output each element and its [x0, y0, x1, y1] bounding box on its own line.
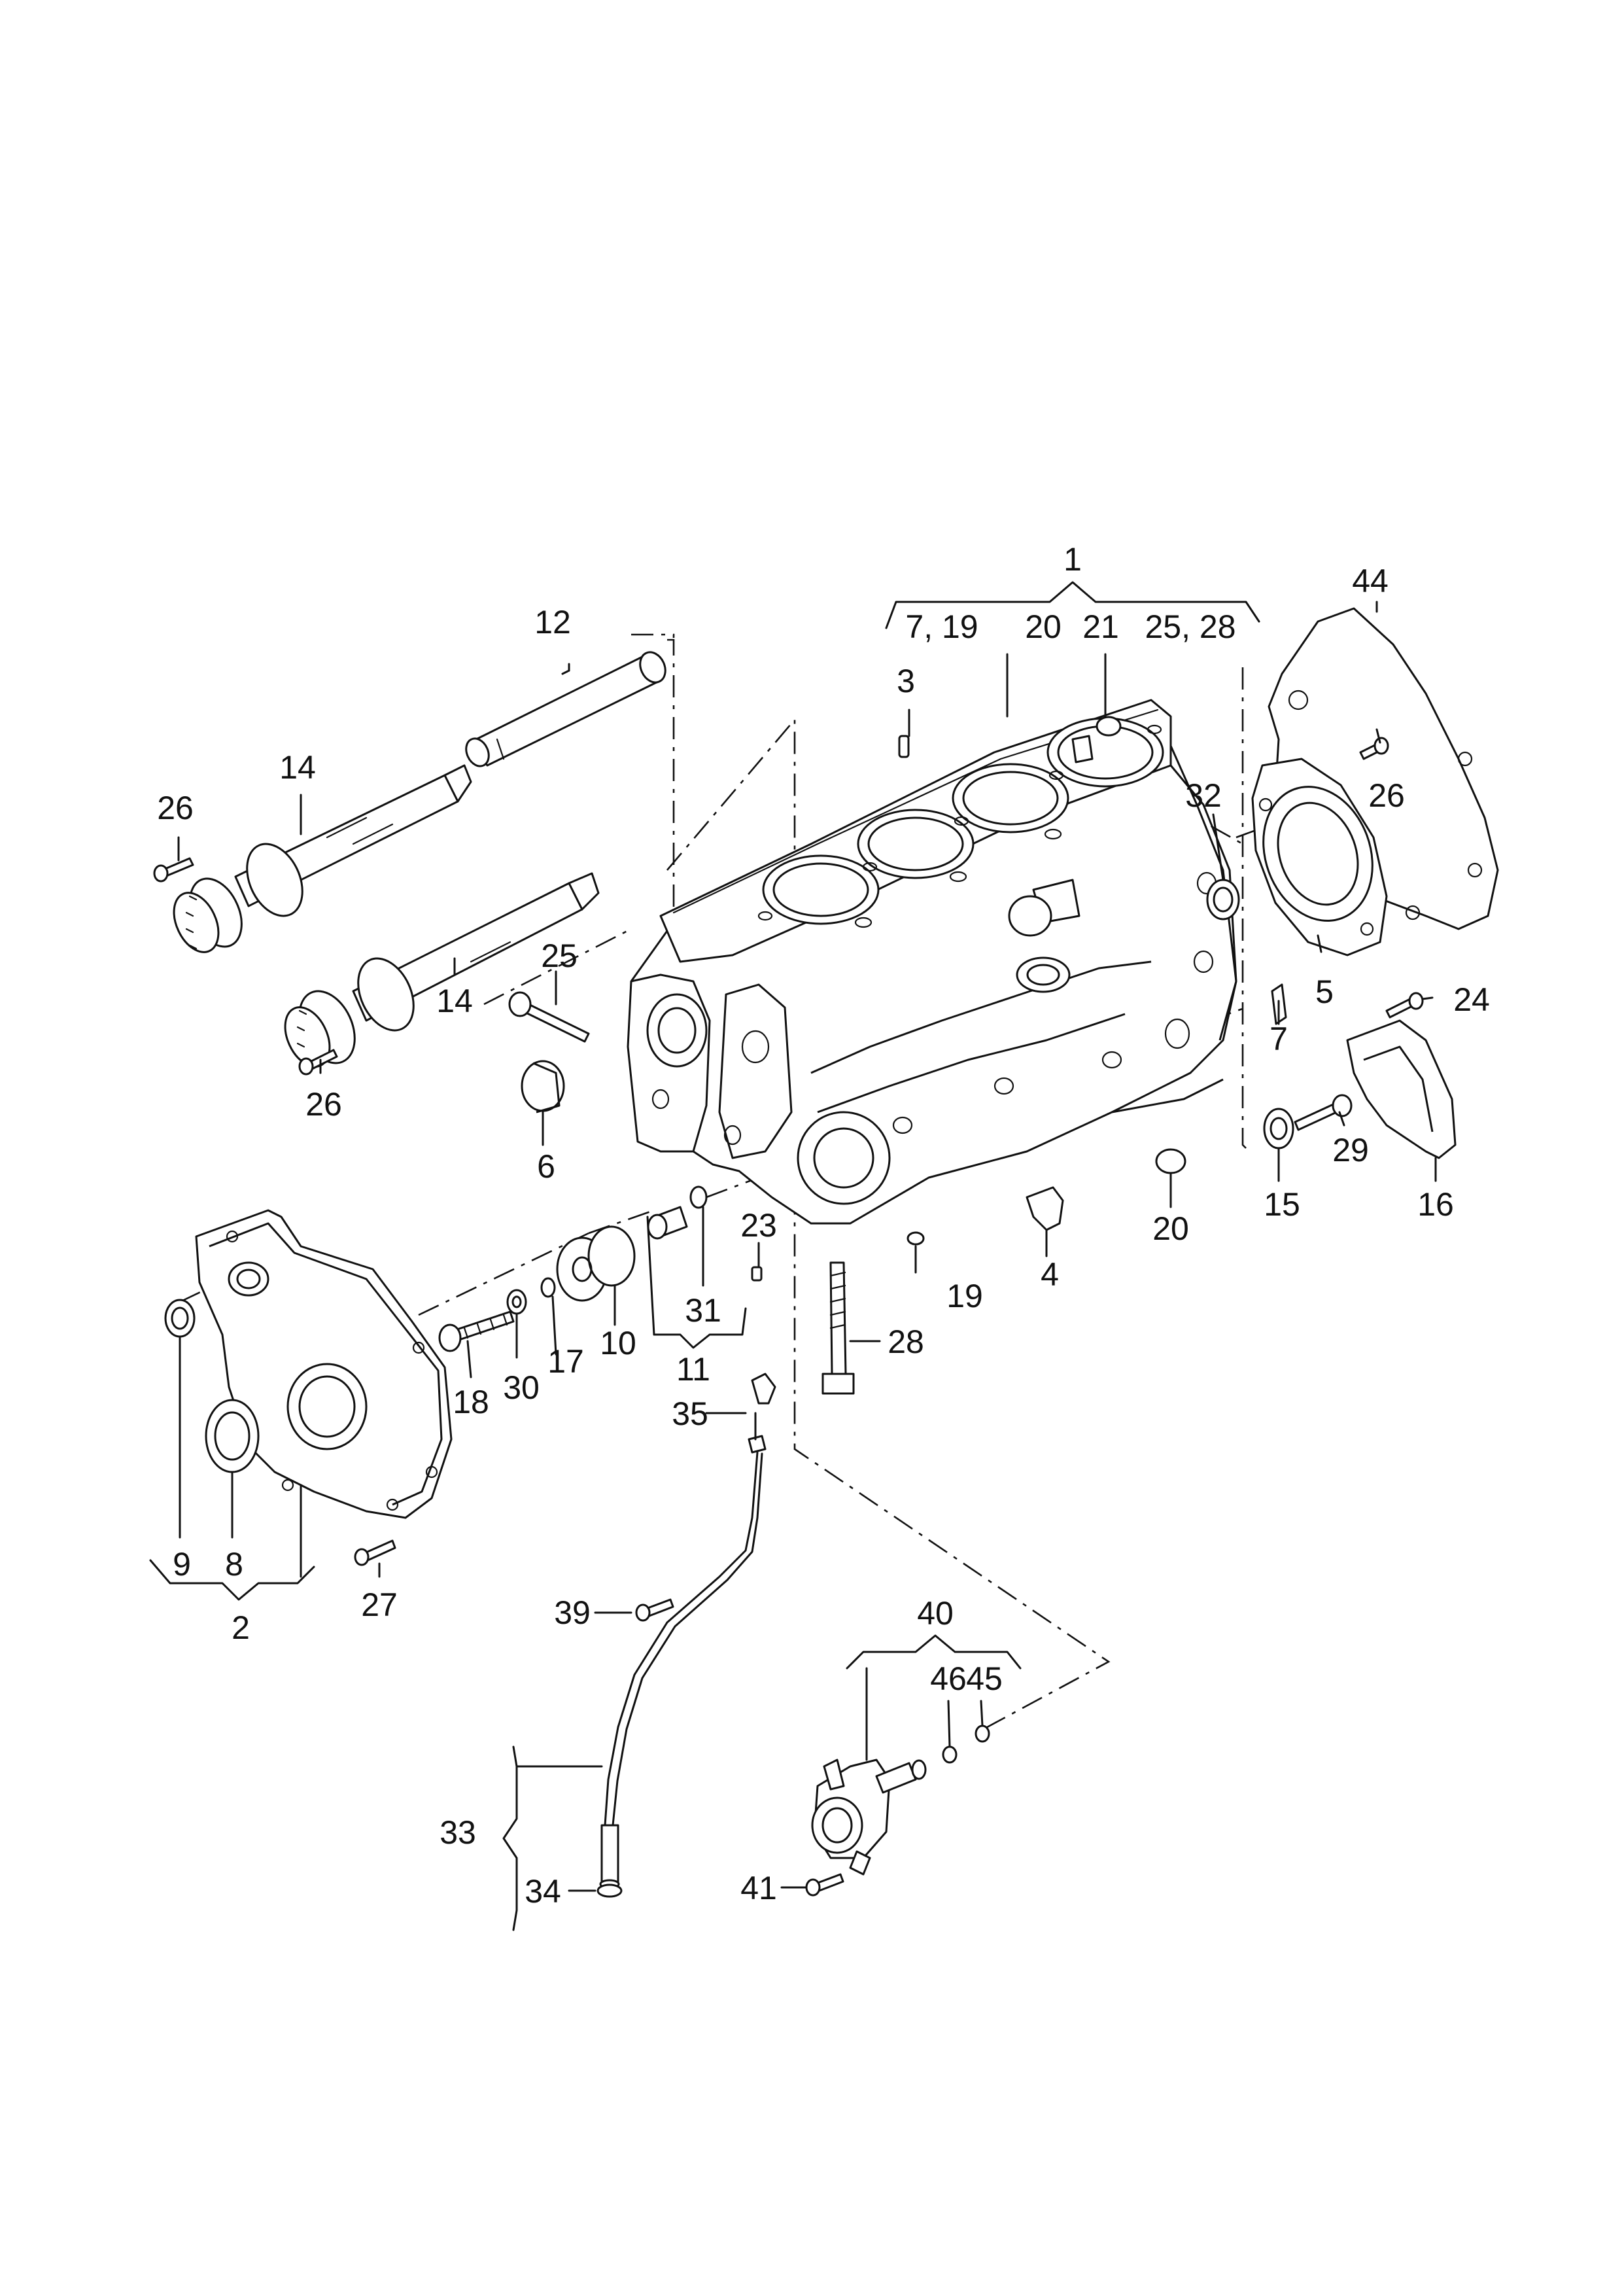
balance-shaft-tube	[465, 651, 666, 767]
callout-31: 31	[685, 1292, 721, 1329]
screw-26-rear	[1359, 737, 1389, 760]
callout-15: 15	[1264, 1186, 1300, 1223]
callout-25-28: 25, 28	[1145, 608, 1235, 645]
gear-10	[556, 1225, 636, 1302]
gear-15	[1263, 1108, 1294, 1149]
o-ring-34	[596, 1883, 623, 1898]
callout-30: 30	[503, 1369, 540, 1406]
screw-24	[1385, 992, 1424, 1019]
callout-40: 40	[917, 1595, 954, 1632]
callout-27: 27	[361, 1586, 398, 1623]
shaft-11	[647, 1206, 688, 1240]
bolt-29	[1294, 1094, 1353, 1131]
callout-7-19: 7, 19	[905, 608, 978, 645]
callout-33: 33	[440, 1814, 476, 1851]
callout-39: 39	[554, 1594, 591, 1631]
callout-20: 20	[1152, 1210, 1189, 1247]
callout-20: 20	[1025, 608, 1062, 645]
callout-3: 3	[897, 663, 915, 699]
timing-case-cover	[195, 1209, 453, 1519]
leader-lines	[149, 581, 1437, 1931]
callout-4: 4	[1041, 1256, 1059, 1293]
sealing-plug-21	[1096, 716, 1122, 737]
callout-19: 19	[946, 1278, 983, 1314]
screw-26-lower	[298, 1049, 338, 1076]
callout-10: 10	[600, 1325, 636, 1361]
sleeve-6	[521, 1060, 565, 1113]
bolt-28	[821, 1261, 855, 1395]
o-ring-46	[942, 1745, 958, 1764]
callout-23: 23	[740, 1207, 777, 1244]
callout-24: 24	[1453, 981, 1490, 1018]
seal-ring-32	[1206, 879, 1240, 920]
control-valve-40	[811, 1759, 927, 1876]
balance-shaft-lower	[284, 872, 600, 1068]
callout-25: 25	[541, 937, 578, 974]
cover-16	[1346, 1019, 1457, 1159]
callout-44: 44	[1352, 563, 1389, 599]
callout-16: 16	[1417, 1186, 1454, 1223]
callout-11: 11	[676, 1351, 710, 1388]
o-ring-45	[975, 1725, 990, 1743]
plug-20	[1155, 1148, 1186, 1174]
balance-shaft-upper	[173, 764, 472, 953]
callout-35: 35	[672, 1395, 708, 1432]
callout-26: 26	[1368, 777, 1405, 814]
callout-17: 17	[547, 1343, 584, 1380]
callout-6: 6	[537, 1148, 555, 1185]
seal-9	[164, 1299, 196, 1338]
callout-8: 8	[225, 1546, 243, 1583]
seal-8	[205, 1399, 260, 1473]
nozzle-4	[1026, 1186, 1064, 1231]
washer-17	[540, 1277, 556, 1298]
callout-14: 14	[279, 749, 316, 786]
screw-39	[635, 1598, 674, 1622]
dipstick-tube-33	[599, 1451, 763, 1889]
callout-5: 5	[1315, 973, 1334, 1010]
callout-41: 41	[740, 1870, 777, 1906]
dipstick-guide-35	[748, 1373, 776, 1454]
screw-41	[805, 1873, 844, 1897]
callout-labels: 1 7, 19 20 21 25, 28 44 12 3 14 26 32 26…	[157, 541, 1490, 1910]
bolt-25	[508, 991, 590, 1043]
callout-26: 26	[157, 790, 194, 826]
callout-21: 21	[1082, 608, 1119, 645]
cylinder-block	[627, 699, 1237, 1225]
callout-28: 28	[888, 1323, 924, 1360]
callout-26: 26	[305, 1086, 342, 1123]
callout-45: 45	[966, 1660, 1003, 1697]
callout-34: 34	[525, 1873, 561, 1910]
screw-27	[354, 1539, 396, 1566]
callout-9: 9	[173, 1546, 191, 1583]
callout-18: 18	[453, 1384, 489, 1420]
washer-30	[506, 1289, 527, 1315]
sealing-flange	[1251, 758, 1388, 956]
plug-19	[907, 1231, 925, 1246]
callout-12: 12	[534, 604, 571, 640]
callout-32: 32	[1185, 777, 1222, 814]
dowel-sleeve	[898, 735, 910, 758]
callout-7: 7	[1270, 1021, 1288, 1057]
callout-2: 2	[232, 1609, 250, 1646]
callout-1: 1	[1063, 541, 1082, 578]
callout-14: 14	[436, 983, 473, 1019]
pin-23	[751, 1266, 763, 1282]
ring-31	[689, 1185, 708, 1209]
bolt-18	[438, 1310, 515, 1352]
callout-29: 29	[1332, 1132, 1369, 1168]
callout-46: 46	[930, 1660, 967, 1697]
screw-26-upper	[153, 857, 194, 883]
